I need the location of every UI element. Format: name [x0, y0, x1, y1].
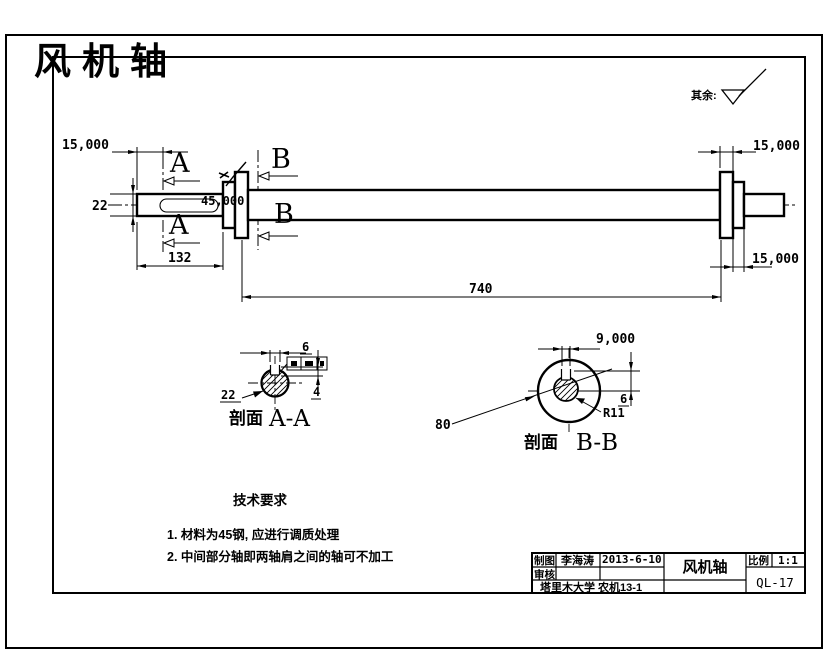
shaft-right-journal — [742, 192, 786, 218]
aa-title-letters: A-A — [268, 406, 310, 432]
dimension-740: 740 — [241, 240, 722, 302]
aa-tolerance-frame — [279, 356, 328, 373]
bb-dimension-r11: R11 — [575, 397, 625, 420]
bb-dimension-9000: 9,000 — [538, 332, 635, 366]
checked-by-label: 审核 — [534, 568, 555, 581]
surface-note-label: 其余: — [691, 88, 717, 102]
title-block: 制图 李海涛 2013-6-10 审核 塔里木大学 农机13-1 风机轴 比例 … — [531, 552, 806, 594]
drawing-title: 风机轴 — [34, 41, 178, 83]
svg-text:9,000: 9,000 — [596, 332, 635, 347]
section-a-markers: A A — [162, 148, 200, 248]
section-b-markers: B B — [257, 144, 298, 241]
svg-text:22: 22 — [92, 199, 108, 214]
bb-dimension-80: 80 — [435, 368, 613, 433]
svg-text:6: 6 — [620, 392, 627, 406]
roughness-icon — [720, 89, 746, 106]
tech-req-heading: 技术要求 — [233, 492, 287, 508]
svg-text:B: B — [274, 199, 294, 230]
svg-text:22: 22 — [221, 388, 235, 402]
scale-label: 比例 — [748, 554, 769, 567]
section-view-aa: 6 4 22 剖面 A-A — [220, 340, 328, 432]
bb-title-letters: B-B — [576, 430, 618, 456]
part-name: 风机轴 — [682, 558, 727, 576]
shaft-right-collar — [718, 170, 735, 240]
technical-requirements: 技术要求 1. 材料为45钢, 应进行调质处理 2. 中间部分轴即两轴肩之间的轴… — [167, 492, 394, 564]
dimension-132: 132 — [136, 222, 224, 270]
svg-text:A: A — [168, 210, 189, 241]
aa-title-cn: 剖面 — [229, 408, 263, 428]
svg-text:A: A — [169, 148, 190, 179]
tech-req-item-2: 2. 中间部分轴即两轴肩之间的轴可不加工 — [167, 549, 394, 564]
surface-roughness-note: 其余: — [691, 68, 767, 106]
svg-text:45,000: 45,000 — [201, 194, 244, 208]
tech-req-item-1: 1. 材料为45钢, 应进行调质处理 — [167, 527, 340, 542]
shaft-right-step — [731, 180, 746, 230]
svg-text:4: 4 — [313, 385, 320, 399]
aa-dimension-4: 4 — [281, 350, 323, 400]
sheet-border — [5, 34, 823, 649]
svg-text:80: 80 — [435, 418, 451, 433]
svg-text:132: 132 — [168, 251, 191, 266]
bb-title-cn: 剖面 — [524, 432, 558, 452]
section-view-bb: 9,000 6 R11 80 剖面 B-B — [435, 332, 640, 456]
svg-text:R11: R11 — [603, 406, 625, 420]
dimension-15000-right-bottom: 15,000 — [710, 228, 799, 272]
bb-keyway-notch — [560, 369, 572, 381]
shaft-main-body — [246, 188, 722, 222]
dimension-15000-left: 15,000 — [62, 138, 188, 190]
dimension-diameter-22: 22 — [92, 178, 137, 232]
left-keyway-slot — [159, 198, 219, 213]
svg-text:15,000: 15,000 — [753, 139, 800, 154]
scale-value: 1:1 — [778, 554, 798, 567]
drawn-by-label: 制图 — [534, 554, 555, 567]
drawn-by-name: 李海涛 — [560, 553, 594, 567]
dimension-45000: 45,000 — [201, 161, 247, 208]
drawing-date: 2013-6-10 — [602, 553, 662, 566]
dimension-15000-right-top: 15,000 — [698, 139, 800, 178]
front-view: 22 15,000 A A B B 45,00 — [62, 138, 800, 302]
svg-text:B: B — [271, 144, 291, 175]
aa-keyway-notch — [269, 365, 281, 376]
svg-text:6: 6 — [302, 340, 309, 354]
organization: 塔里木大学 农机13-1 — [540, 580, 642, 594]
svg-text:15,000: 15,000 — [752, 252, 799, 267]
aa-dimension-22: 22 — [220, 388, 264, 403]
drawing-number: QL-17 — [756, 575, 794, 590]
roughness-check-icon — [225, 161, 247, 187]
svg-text:15,000: 15,000 — [62, 138, 109, 153]
svg-text:740: 740 — [469, 282, 493, 297]
aa-dimension-6: 6 — [240, 340, 312, 362]
